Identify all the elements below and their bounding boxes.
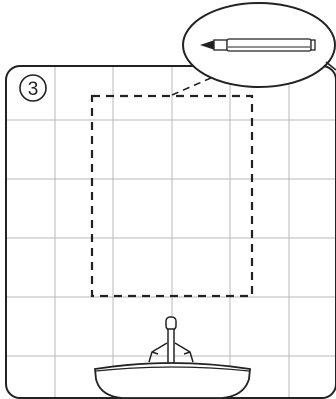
pencil-body <box>227 39 311 51</box>
pencil-icon <box>202 39 315 51</box>
faucet-spout-top <box>166 317 176 330</box>
pencil-collar <box>214 40 227 50</box>
basin-bowl <box>95 363 250 398</box>
pencil-end-cap <box>311 40 315 50</box>
washbasin <box>95 363 250 398</box>
faucet-stem <box>168 329 174 367</box>
step-badge: 3 <box>20 75 46 101</box>
step-number: 3 <box>28 79 39 100</box>
pencil-callout <box>183 3 336 87</box>
